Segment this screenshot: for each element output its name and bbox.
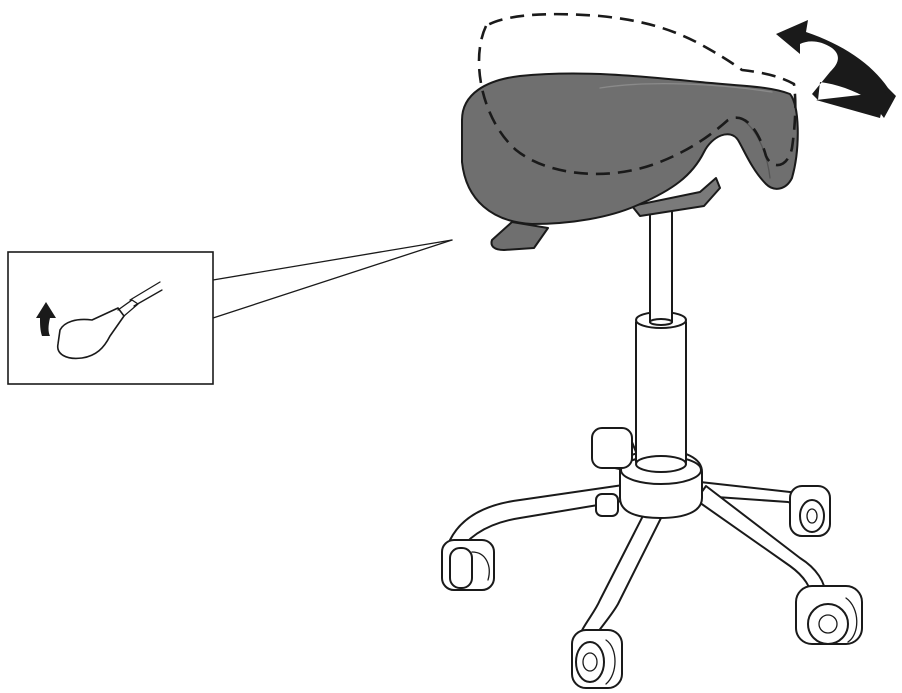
lever-detail-inset [7, 251, 214, 385]
caster-back-right [789, 485, 831, 537]
caster-left [441, 539, 495, 591]
gas-column [635, 209, 687, 473]
lever-handle [57, 307, 125, 360]
caster-front [571, 629, 623, 689]
tilt-arrow-icon [776, 20, 896, 118]
caster-back-left [591, 427, 633, 469]
seat-mechanism [631, 177, 721, 217]
saddle-seat [461, 72, 799, 225]
caster-right [795, 585, 863, 645]
saddle-seat-body [461, 72, 799, 225]
casters [441, 427, 863, 689]
caster-rear [595, 493, 619, 517]
lever-up-arrow-icon [36, 302, 56, 336]
height-lever [490, 221, 549, 251]
callout-leader [212, 239, 453, 319]
